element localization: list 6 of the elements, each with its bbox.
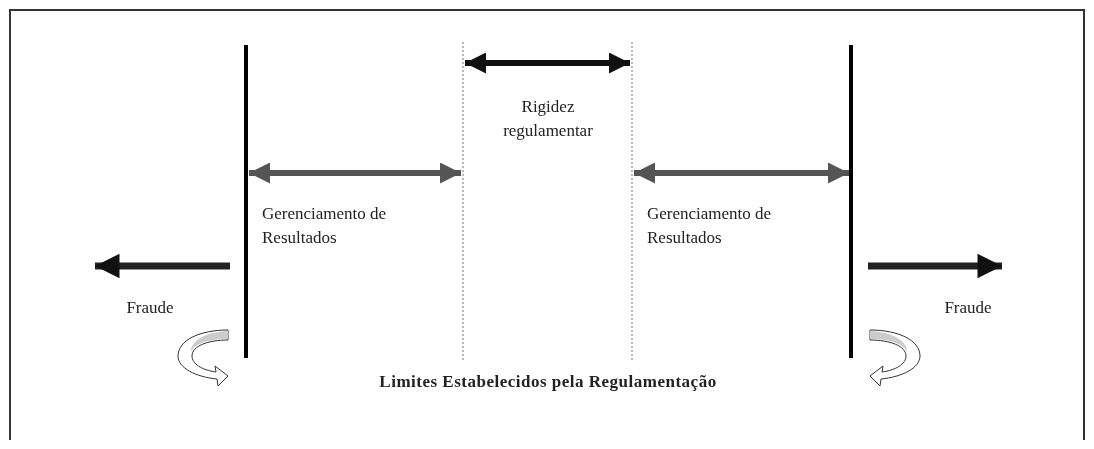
caption-text: Limites Estabelecidos pela Regulamentação (378, 371, 718, 393)
label-text: Rigidez regulamentar (502, 96, 594, 142)
label-text: Fraude (125, 297, 175, 319)
label-text: Gerenciamento de Resultados (262, 203, 388, 249)
label-text: Fraude (943, 297, 993, 319)
label-text: Gerenciamento de Resultados (647, 203, 773, 249)
